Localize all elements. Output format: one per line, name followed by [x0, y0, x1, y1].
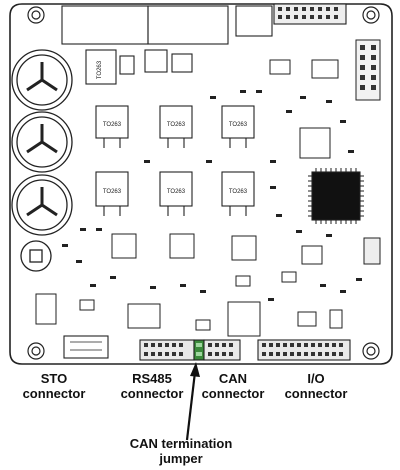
top-connectors [61, 3, 347, 45]
jumper-label-line1: CAN termination [129, 436, 233, 451]
capacitor-1 [11, 49, 73, 111]
jumper-label-line2: jumper [159, 451, 203, 466]
io-label-line2: connector [284, 386, 348, 401]
top-header-pins [278, 7, 338, 19]
rs485-label-line1: RS485 [132, 371, 172, 386]
microcontroller [308, 168, 364, 224]
sto-connector-housing [63, 335, 109, 359]
can-termination-jumper-label: CAN termination jumper [106, 436, 256, 466]
jumper-arrow [185, 362, 200, 441]
can-label-line1: CAN [218, 371, 248, 386]
sto-label-line2: connector [22, 386, 86, 401]
to263-row1-a-label: TO263 [103, 122, 122, 128]
to263-row2-c: TO263 [221, 171, 255, 216]
can-label-line2: connector [201, 386, 265, 401]
capacitor-2 [11, 111, 73, 173]
to263-row1-c: TO263 [221, 105, 255, 148]
passives [62, 90, 362, 301]
sto-connector-label: STO connector [14, 371, 94, 401]
capacitor-3 [11, 174, 73, 236]
small-capacitor [20, 240, 52, 272]
can-connector-label: CAN connector [193, 371, 273, 401]
io-connector-label: I/O connector [276, 371, 356, 401]
to263-top: TO263 [85, 49, 193, 85]
mounting-holes [27, 6, 380, 360]
to263-row2-b-label: TO263 [167, 189, 186, 195]
to263-row1-b-label: TO263 [167, 122, 186, 128]
to263-row1-b: TO263 [159, 105, 193, 148]
rs485-label-line2: connector [120, 386, 184, 401]
capacitors [11, 49, 73, 272]
to263-row2-c-label: TO263 [229, 189, 248, 195]
smd-parts [35, 59, 381, 337]
bottom-connectors [63, 335, 351, 361]
sto-label-line1: STO [40, 371, 68, 386]
to263-row1-a: TO263 [95, 105, 129, 148]
to263-row1-c-label: TO263 [229, 122, 248, 128]
rs485-connector-label: RS485 connector [112, 371, 192, 401]
to263-top-label: TO263 [97, 60, 103, 79]
to263-row2-b: TO263 [159, 171, 193, 216]
right-header [355, 39, 381, 101]
to263-row2-a-label: TO263 [103, 189, 122, 195]
to263-packages: TO263 TO263 TO263 TO263 TO263 TO263 [85, 49, 255, 216]
to263-row2-a: TO263 [95, 171, 129, 216]
io-label-line1: I/O [307, 371, 325, 386]
